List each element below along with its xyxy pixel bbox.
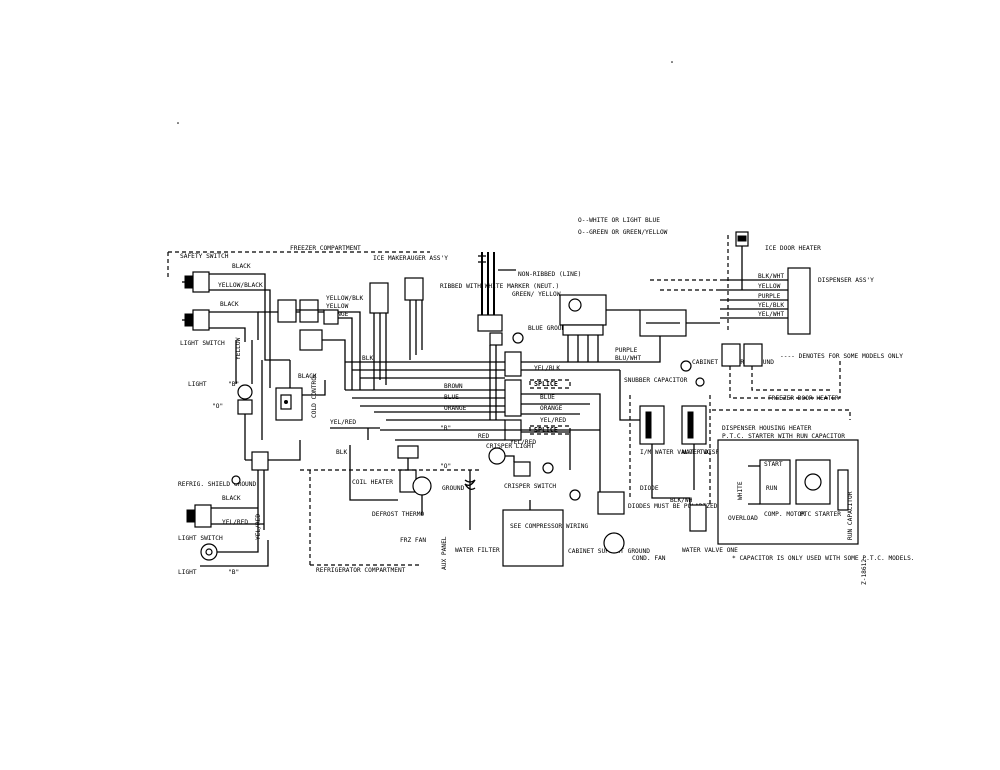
diode-label: DIODE bbox=[640, 485, 659, 492]
capacitor-note-label: * CAPACITOR IS ONLY USED WITH SOME P.T.C… bbox=[732, 555, 915, 562]
yel-red-label-4: YEL/RED bbox=[222, 519, 248, 526]
blk-wht-label: BLK/WHT bbox=[758, 273, 784, 280]
orange-label-3: ORANGE bbox=[540, 405, 563, 412]
refrigerator-compartment-label: REFRIGERATOR COMPARTMENT bbox=[316, 567, 406, 574]
light-socket-1 bbox=[237, 384, 253, 415]
run-capacitor-label: RUN CAPACITOR bbox=[847, 491, 854, 540]
safety-switch-label: SAFETY SWITCH bbox=[180, 253, 229, 260]
auger-assy-label: AUGER ASS'Y bbox=[407, 255, 448, 262]
light-switch-label-1: LIGHT SWITCH bbox=[180, 340, 225, 347]
yel-wht-label: YEL/WHT bbox=[758, 311, 784, 318]
dispenser-assy-box bbox=[787, 267, 811, 335]
marker-o-2: "O" bbox=[440, 463, 451, 470]
crisper-switch-label: CRISPER SWITCH bbox=[504, 483, 556, 490]
cond-fan-label: COND. FAN bbox=[632, 555, 666, 562]
purple-label-2: PURPLE bbox=[758, 293, 781, 300]
frz-fan-label: FRZ FAN bbox=[400, 537, 426, 544]
black-wire-label-3: BLACK bbox=[298, 373, 317, 380]
splice-label-1: SPLICE bbox=[534, 380, 558, 388]
blk-label-2: BLK bbox=[336, 449, 347, 456]
blue-label-2: BLUE bbox=[540, 394, 555, 401]
marker-b-1: "B" bbox=[228, 381, 239, 388]
yel-red-label-3: YEL/RED bbox=[510, 439, 536, 446]
blk-label-1: BLK bbox=[362, 355, 373, 362]
condenser-fan bbox=[597, 491, 625, 554]
brown-label: BROWN bbox=[444, 383, 463, 390]
water-filter-heater bbox=[464, 470, 476, 530]
water-dispenser-valve bbox=[681, 405, 707, 445]
ptc-title-label: P.T.C. STARTER WITH RUN CAPACITOR bbox=[722, 433, 845, 440]
light-label-2: LIGHT bbox=[178, 569, 197, 576]
light-switch-label-2: LIGHT SWITCH bbox=[178, 535, 223, 542]
legend-line-2: O--GREEN OR GREEN/YELLOW bbox=[578, 229, 668, 236]
ground-label: GROUND bbox=[442, 485, 465, 492]
comp-motor-label: COMP. MOTOR bbox=[764, 511, 805, 518]
yel-red-label-1: YEL/RED bbox=[330, 419, 356, 426]
cold-control bbox=[275, 387, 303, 421]
im-water-valve-label: I/M WATER VALVE TWO bbox=[640, 449, 711, 456]
coil-heater-label: COIL HEATER bbox=[352, 479, 393, 486]
freezer-fan bbox=[412, 476, 432, 515]
light-label-1: LIGHT bbox=[188, 381, 207, 388]
snubber-capacitor-label: SNUBBER CAPACITOR bbox=[624, 377, 688, 384]
marker-b-2: "B" bbox=[440, 425, 451, 432]
denotes-note-label: ---- DENOTES FOR SOME MODELS ONLY bbox=[780, 353, 903, 360]
crisper-light-label: CRISPER LIGHT bbox=[486, 443, 535, 450]
see-compressor-wiring-label: SEE COMPRESSOR WIRING bbox=[510, 523, 589, 530]
im-water-valve bbox=[639, 405, 665, 445]
yel-blk-label-2: YEL/BLK bbox=[758, 302, 784, 309]
yellow-black-wire-label: YELLOW/BLACK bbox=[218, 282, 263, 289]
compressor-box bbox=[502, 509, 564, 567]
freezer-door-heater-label: FREEZER DOOR HEATER bbox=[768, 395, 839, 402]
ice-door-heater-label: ICE DOOR HEATER bbox=[765, 245, 821, 252]
green-yellow-label: GREEN/ YELLOW bbox=[512, 291, 561, 298]
black-wire-label-2: BLACK bbox=[220, 301, 239, 308]
dispenser-assy-label: DISPENSER ASS'Y bbox=[818, 277, 874, 284]
refrig-shield-ground-label: REFRIG. SHIELD GROUND bbox=[178, 481, 257, 488]
light-socket-2 bbox=[200, 543, 218, 561]
ribbed-label: RIBBED WITH WHITE MARKER (NEUT.) bbox=[440, 283, 559, 290]
blue-label: BLUE bbox=[444, 394, 459, 401]
yel-red-vertical-label: YEL/RED bbox=[255, 514, 262, 540]
water-valve-one-label: WATER VALVE ONE bbox=[682, 547, 738, 554]
purple-label: PURPLE bbox=[615, 347, 638, 354]
light-switch-symbol-2 bbox=[186, 504, 212, 528]
red-label: RED bbox=[478, 433, 489, 440]
defrost-thermo-label: DEFROST THERMO bbox=[372, 511, 424, 518]
yel-blk-label: YEL/BLK bbox=[534, 365, 560, 372]
marker-o-1: "O" bbox=[212, 403, 223, 410]
freezer-compartment-label: FREEZER COMPARTMENT bbox=[290, 245, 361, 252]
dispenser-housing-heater-label: DISPENSER HOUSING HEATER bbox=[722, 425, 812, 432]
non-ribbed-label: NON-RIBBED (LINE) bbox=[518, 271, 581, 278]
start-label: START bbox=[764, 461, 783, 468]
code-label: Z-18612 bbox=[861, 559, 868, 585]
yellow-label: YELLOW bbox=[326, 303, 349, 310]
blk-wh-label: BLK/WH bbox=[670, 497, 693, 504]
yellow-blk-label: YELLOW/BLK bbox=[326, 295, 364, 302]
overload-label: OVERLOAD bbox=[728, 515, 758, 522]
yellow-label-2: YELLOW bbox=[758, 283, 781, 290]
orange-label-2: ORANGE bbox=[444, 405, 467, 412]
blue-ground-label: BLUE GROUND bbox=[528, 325, 569, 332]
black-wire-label-4: BLACK bbox=[222, 495, 241, 502]
light-switch-symbol bbox=[182, 309, 210, 331]
yellow-side-label: YELLOW bbox=[235, 337, 242, 360]
run-label: RUN bbox=[766, 485, 777, 492]
aux-panel-label: AUX PANEL bbox=[441, 536, 448, 570]
coil-heater bbox=[397, 445, 419, 493]
black-wire-label-1: BLACK bbox=[232, 263, 251, 270]
water-filter-heater-label: WATER FILTER HEATER bbox=[455, 547, 526, 554]
safety-switch-symbol bbox=[182, 271, 210, 293]
ice-maker-label: ICE MAKER bbox=[373, 255, 407, 262]
ptc-starter-label: PTC STARTER bbox=[800, 511, 841, 518]
marker-b-3: "B" bbox=[228, 569, 239, 576]
blu-wht-label: BLU/WHT bbox=[615, 355, 641, 362]
yel-red-label-2: YEL/RED bbox=[540, 417, 566, 424]
legend-line-1: O--WHITE OR LIGHT BLUE bbox=[578, 217, 660, 224]
white-label: WHITE bbox=[737, 481, 744, 500]
